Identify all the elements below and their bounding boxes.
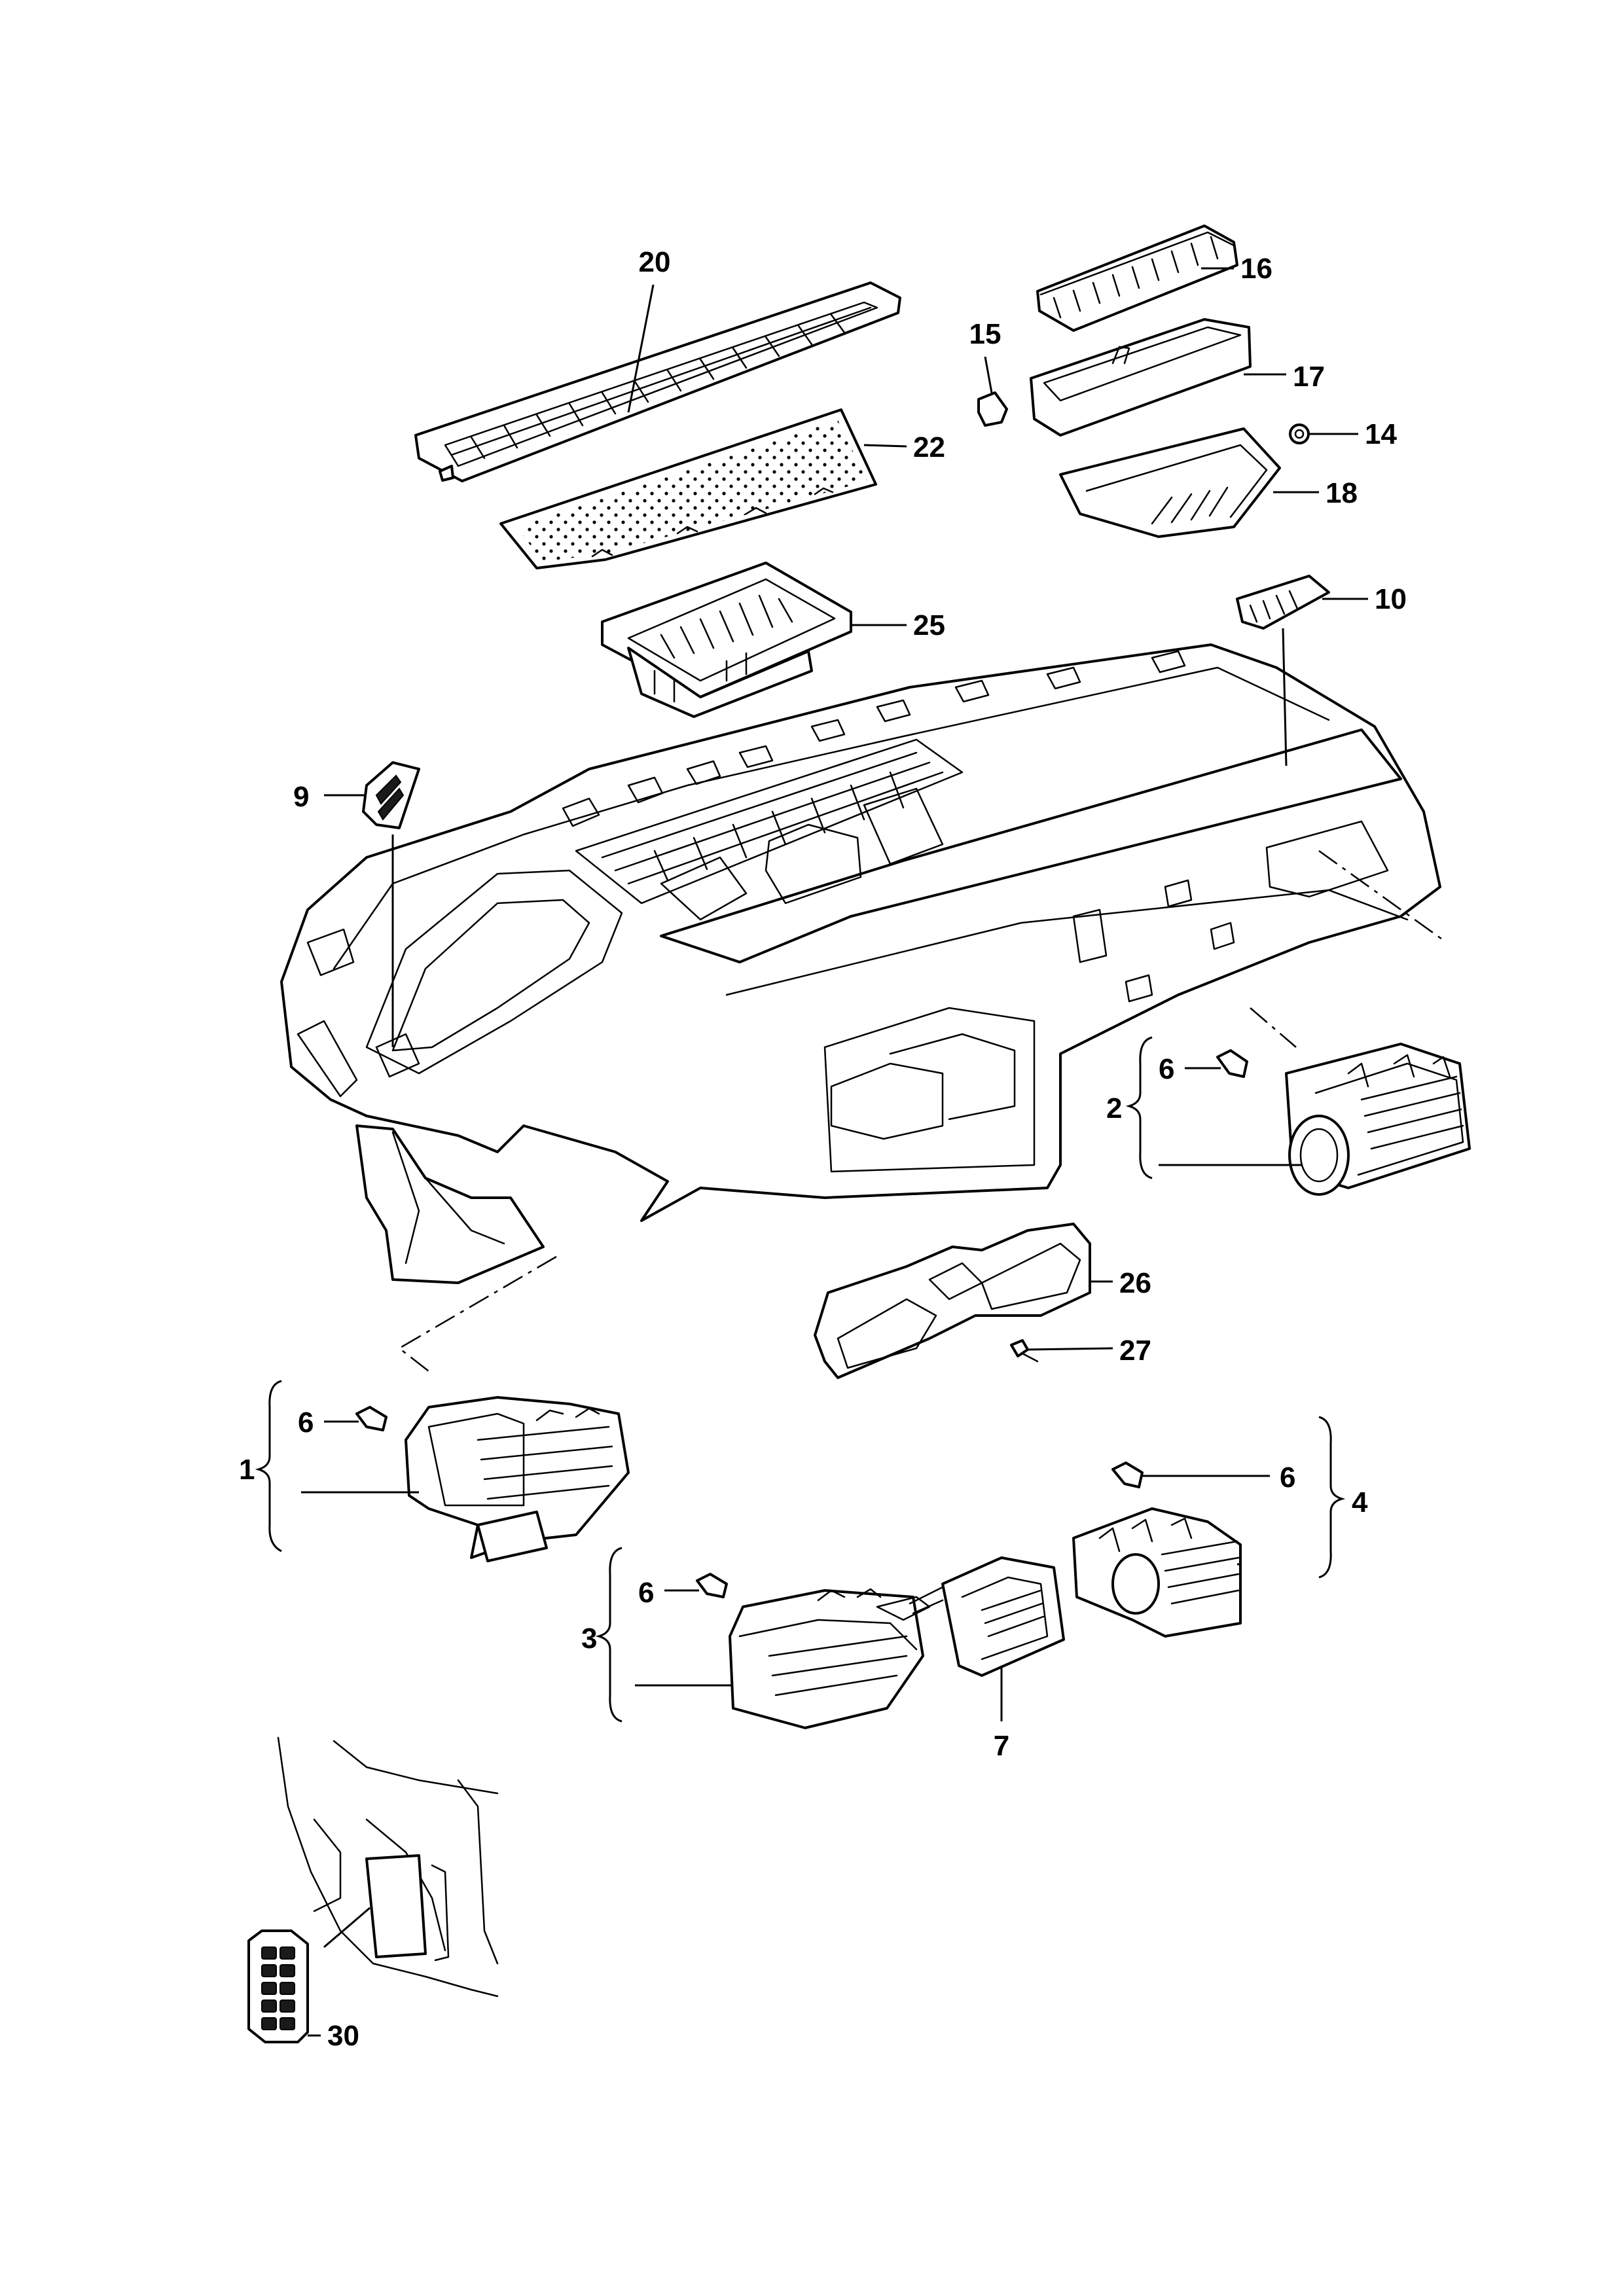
part-25-center-vent-box (601, 562, 852, 718)
part-30-footwell-vent (247, 1929, 309, 2043)
part-10-side-vent (1236, 575, 1330, 630)
callout-20: 20 (639, 246, 671, 278)
callout-9: 9 (293, 781, 309, 813)
callout-18: 18 (1326, 477, 1358, 509)
part-18-filter-lower-housing (1059, 427, 1281, 538)
callout-1: 1 (239, 1454, 255, 1486)
part-6-clip-upper-right (1216, 1049, 1248, 1078)
part-4-right-center-vent (1072, 1507, 1242, 1638)
callout-27: 27 (1119, 1335, 1151, 1367)
callout-15: 15 (969, 318, 1001, 350)
part-3-left-center-vent (729, 1586, 944, 1729)
callout-17: 17 (1293, 361, 1325, 393)
part-17-filter-housing (1030, 318, 1252, 437)
callout-3: 3 (581, 1623, 597, 1655)
part-15-clip (977, 391, 1008, 427)
callout-4: 4 (1352, 1486, 1368, 1518)
callout-6-left: 6 (298, 1407, 314, 1439)
part-6-clip-left (355, 1406, 388, 1431)
callout-6-center-left: 6 (638, 1577, 654, 1609)
callout-16: 16 (1240, 253, 1272, 285)
dashboard-main-body (280, 643, 1441, 1284)
part-7-center-vent-frame (941, 1556, 1065, 1677)
callout-22: 22 (913, 431, 945, 463)
callout-30: 30 (327, 2020, 359, 2052)
group-braces (255, 1036, 1346, 1723)
footwell-inset (277, 1736, 499, 1998)
callout-labels: 20 16 15 17 14 22 18 10 25 9 6 2 26 27 6… (239, 246, 1407, 2052)
part-9-side-vent (362, 761, 420, 829)
part-22-speaker-cover (499, 408, 877, 569)
part-26-center-duct (814, 1223, 1091, 1379)
callout-6-lower-right: 6 (1280, 1462, 1295, 1494)
callout-2: 2 (1106, 1092, 1122, 1124)
callout-25: 25 (913, 609, 945, 641)
part-1-left-outer-vent (405, 1396, 630, 1562)
leader-lines (301, 267, 1368, 2037)
part-6-clip-center-left (696, 1573, 728, 1598)
part-27-screw (1010, 1339, 1039, 1363)
part-16-filter (1036, 224, 1238, 332)
installation-lines (391, 628, 1447, 1372)
part-14-nut (1289, 423, 1310, 444)
part-20-defroster-grille (414, 281, 901, 482)
part-2-right-outer-vent (1285, 1043, 1471, 1196)
callout-6-upper-right: 6 (1159, 1053, 1174, 1085)
callout-7: 7 (994, 1730, 1009, 1762)
part-6-clip-lower-right (1111, 1462, 1144, 1488)
callout-10: 10 (1375, 583, 1407, 615)
callout-14: 14 (1365, 418, 1397, 450)
callout-26: 26 (1119, 1267, 1151, 1299)
